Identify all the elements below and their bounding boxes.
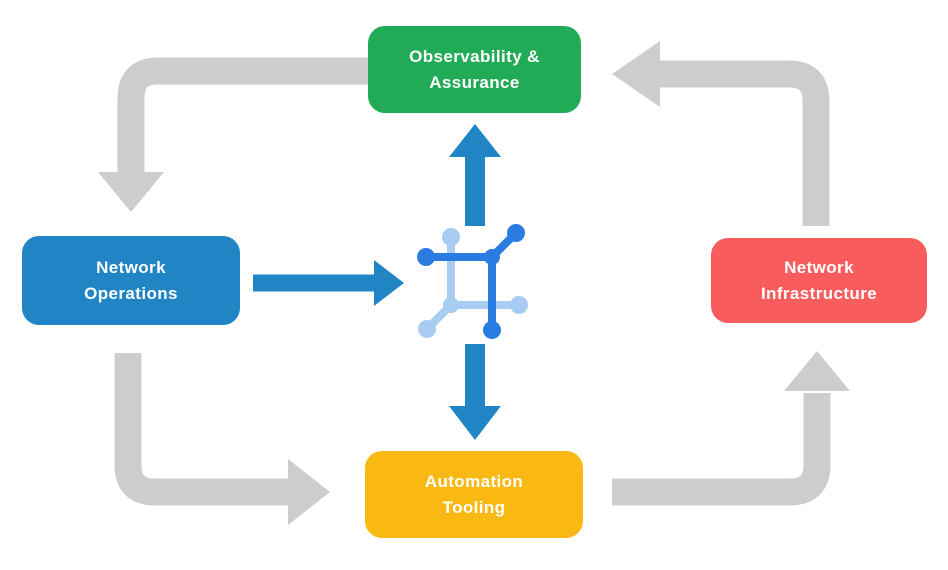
flow-arrow-center-to-observability (449, 124, 501, 226)
icon-node-left (417, 248, 435, 266)
node-label-line: Network (784, 257, 854, 277)
node-label-line: Infrastructure (760, 283, 878, 303)
node-label-line: Tooling (442, 497, 506, 517)
arrow-head-right-icon (288, 459, 330, 525)
arrow-shaft (612, 393, 831, 506)
arrow-shaft (117, 57, 368, 174)
icon-junction-bottom-left (443, 297, 459, 313)
arrow-shaft (114, 353, 290, 506)
node-label-line: Observability & (409, 46, 540, 66)
arrow-head-left-icon (612, 41, 660, 107)
flow-arrow-center-to-automation (449, 344, 501, 440)
arrow-head-right-icon (374, 260, 404, 306)
cycle-arrow-operations-to-automation (114, 353, 330, 525)
arrow-head-up-icon (449, 124, 501, 157)
node-label-line: Operations (84, 283, 178, 303)
node-network-infrastructure: Network Infrastructure (711, 238, 927, 323)
icon-node-right (510, 296, 528, 314)
arrow-head-down-icon (98, 172, 164, 212)
arrow-head-up-icon (784, 351, 850, 391)
node-observability-assurance: Observability & Assurance (368, 26, 581, 113)
cycle-arrow-automation-to-infrastructure (612, 351, 850, 506)
cycle-arrow-infrastructure-to-observability (612, 41, 830, 226)
node-label-line: Network (96, 257, 166, 277)
cycle-arrow-observability-to-operations (98, 57, 368, 212)
icon-junction-top-right (484, 249, 500, 265)
arrow-shaft (658, 60, 830, 226)
icon-node-bottom-left (418, 320, 436, 338)
node-label-line: Assurance (429, 72, 520, 92)
arrow-head-down-icon (449, 406, 501, 440)
icon-node-top (442, 228, 460, 246)
node-network-operations: Network Operations (22, 236, 240, 325)
flow-arrow-operations-to-center (253, 260, 404, 306)
node-automation-tooling: Automation Tooling (365, 451, 583, 538)
icon-node-top-right (507, 224, 525, 242)
node-label-line: Automation (424, 471, 524, 491)
icon-node-bottom (483, 321, 501, 339)
network-mesh-icon (417, 224, 528, 339)
